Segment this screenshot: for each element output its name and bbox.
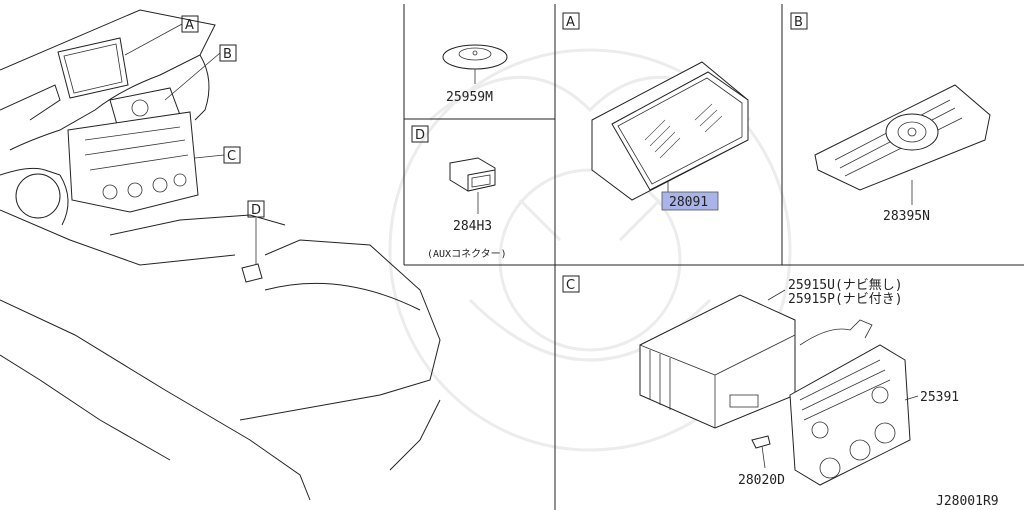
svg-text:B: B: [223, 47, 232, 62]
part-28395N: 28395N: [883, 209, 930, 224]
svg-text:D: D: [415, 128, 425, 143]
part-28091: 28091: [669, 195, 708, 210]
panel-antenna: 25959M: [442, 44, 508, 105]
vehicle-overview: [0, 9, 441, 501]
callout-a-overview: A: [124, 15, 199, 56]
panel-a: A 28091: [562, 12, 749, 211]
part-284H3: 284H3: [453, 219, 492, 234]
svg-text:C: C: [227, 149, 236, 164]
svg-text:A: A: [566, 15, 575, 30]
svg-text:D: D: [251, 203, 261, 218]
panel-c: C 25915U(ナビ無し) 25915P(ナビ付き) 25391 28020D: [562, 275, 959, 488]
callout-d-overview: D: [247, 200, 265, 264]
panel-d: D 284H3 (AUXコネクター): [411, 125, 507, 260]
svg-text:C: C: [566, 278, 575, 293]
part-28020D: 28020D: [738, 473, 785, 488]
panel-b: B 28395N: [790, 12, 991, 224]
part-25915U: 25915U(ナビ無し): [788, 278, 903, 293]
panel-frames: [403, 4, 1024, 510]
svg-text:A: A: [185, 18, 194, 33]
diagram-id: J28001R9: [936, 494, 999, 509]
svg-text:B: B: [794, 15, 803, 30]
highlight-28091: [661, 191, 719, 211]
part-25391: 25391: [920, 390, 959, 405]
part-25959M: 25959M: [446, 90, 493, 105]
callout-c-overview: C: [194, 146, 241, 164]
part-25915P: 25915P(ナビ付き): [788, 292, 903, 307]
aux-connector-note: (AUXコネクター): [427, 248, 507, 260]
callout-b-overview: B: [164, 44, 237, 101]
